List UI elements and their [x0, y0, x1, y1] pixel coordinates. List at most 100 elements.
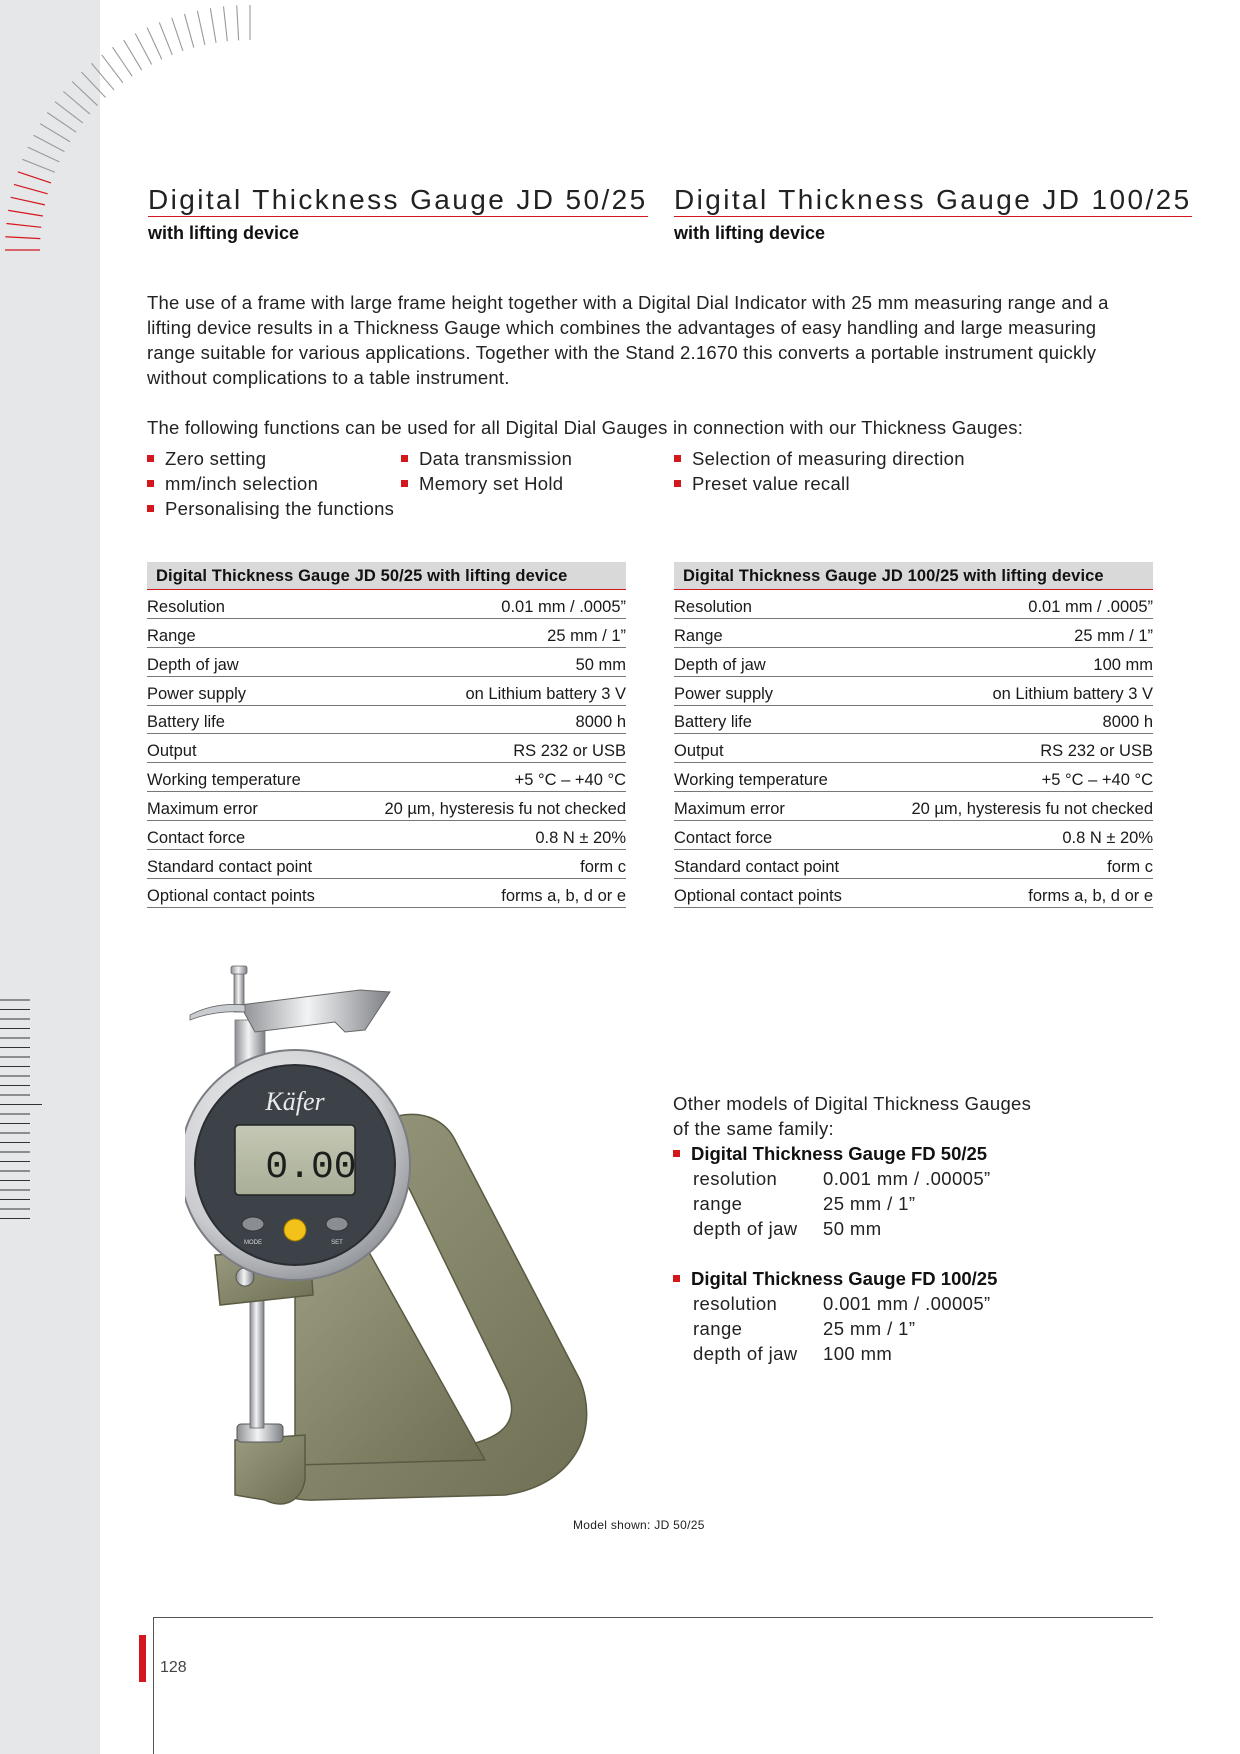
decorative-ray: [71, 81, 98, 106]
fd50-depth-label: depth of jaw: [693, 1218, 798, 1239]
function-item: Preset value recall: [674, 473, 850, 495]
spec-row: Working temperature+5 °C – +40 °C: [147, 763, 626, 793]
decorative-ray: [39, 123, 71, 143]
other-models-intro-2: of the same family:: [673, 1118, 834, 1139]
decorative-ray: [33, 134, 65, 153]
decorative-ray: [123, 39, 143, 71]
page-sidebar: [0, 0, 100, 1754]
footer-rule: [153, 1617, 1153, 1618]
bullet-icon: [673, 1274, 680, 1282]
decorative-ray: [183, 13, 195, 48]
fd100-depth-label: depth of jaw: [693, 1343, 798, 1364]
spec-table-heading: Digital Thickness Gauge JD 100/25 with l…: [674, 562, 1153, 590]
function-item: Memory set Hold: [401, 473, 563, 495]
title-jd50: Digital Thickness Gauge JD 50/25: [148, 184, 648, 217]
spec-table-heading: Digital Thickness Gauge JD 50/25 with li…: [147, 562, 626, 590]
subtitle-jd50: with lifting device: [148, 223, 300, 243]
mode-button-label: MODE: [244, 1240, 262, 1246]
function-item: Zero setting: [147, 448, 266, 470]
decorative-ray: [209, 8, 217, 43]
fd50-resolution-value: 0.001 mm / .00005”: [823, 1168, 991, 1189]
thickness-gauge-image: Käfer 0.00 MODE SET: [185, 965, 588, 1505]
decorative-ray: [46, 112, 77, 133]
subtitle-jd100: with lifting device: [674, 223, 826, 243]
bullet-icon: [401, 479, 408, 487]
decorative-ray: [8, 209, 43, 217]
spec-row: Working temperature+5 °C – +40 °C: [674, 763, 1153, 793]
decorative-ray: [62, 90, 91, 115]
bullet-icon: [674, 479, 681, 487]
bullet-icon: [147, 454, 154, 462]
decorative-ray: [171, 17, 184, 52]
decorative-ray: [27, 146, 60, 163]
decorative-ray: [13, 183, 48, 195]
bullet-icon: [674, 454, 681, 462]
decorative-ray: [222, 6, 228, 42]
decorative-ray: [158, 22, 173, 56]
other-model-fd50: Digital Thickness Gauge FD 50/25: [673, 1143, 987, 1165]
decorative-ray: [196, 10, 206, 46]
fd100-resolution-value: 0.001 mm / .00005”: [823, 1293, 991, 1314]
bullet-icon: [401, 454, 408, 462]
decorative-rays: [5, 5, 251, 251]
decorative-ray: [236, 5, 240, 41]
decorative-ray: [146, 27, 163, 60]
fd100-depth-value: 100 mm: [823, 1343, 893, 1364]
function-item: Data transmission: [401, 448, 572, 470]
footer-vertical-rule: [153, 1617, 154, 1754]
bullet-icon: [147, 504, 154, 512]
bullet-icon: [673, 1149, 680, 1157]
decorative-ray: [10, 196, 46, 206]
decorative-ray: [5, 236, 41, 240]
decorative-ray: [22, 158, 56, 173]
other-model-fd100: Digital Thickness Gauge FD 100/25: [673, 1268, 997, 1290]
fd100-resolution-label: resolution: [693, 1293, 778, 1314]
fd50-range-label: range: [693, 1193, 743, 1214]
function-item: Selection of measuring direction: [674, 448, 965, 470]
set-button-label: SET: [331, 1240, 343, 1246]
spec-table-jd100: Digital Thickness Gauge JD 100/25 with l…: [674, 562, 1153, 908]
decorative-ray: [90, 62, 115, 91]
bullet-icon: [147, 479, 154, 487]
decorative-ticks: [0, 999, 42, 1220]
decorative-ray: [101, 54, 124, 84]
function-item: mm/inch selection: [147, 473, 318, 495]
footer-accent-bar: [139, 1635, 146, 1682]
image-caption: Model shown: JD 50/25: [573, 1518, 705, 1532]
fd100-range-label: range: [693, 1318, 743, 1339]
lcd-readout: 0.00: [265, 1146, 356, 1189]
decorative-ray: [81, 71, 106, 98]
decorative-ray: [54, 101, 84, 124]
spec-table-jd50: Digital Thickness Gauge JD 50/25 with li…: [147, 562, 626, 908]
fd50-resolution-label: resolution: [693, 1168, 778, 1189]
decorative-ray: [17, 171, 52, 184]
decorative-ray: [112, 46, 133, 77]
fd50-depth-value: 50 mm: [823, 1218, 882, 1239]
fd50-range-value: 25 mm / 1”: [823, 1193, 916, 1214]
intro-paragraph: The use of a frame with large frame heig…: [147, 292, 1109, 388]
function-item: Personalising the functions: [147, 498, 394, 520]
title-jd100: Digital Thickness Gauge JD 100/25: [674, 184, 1192, 217]
functions-intro: The following functions can be used for …: [147, 417, 1024, 438]
brand-logo: Käfer: [264, 1087, 325, 1116]
decorative-ray: [134, 33, 153, 65]
